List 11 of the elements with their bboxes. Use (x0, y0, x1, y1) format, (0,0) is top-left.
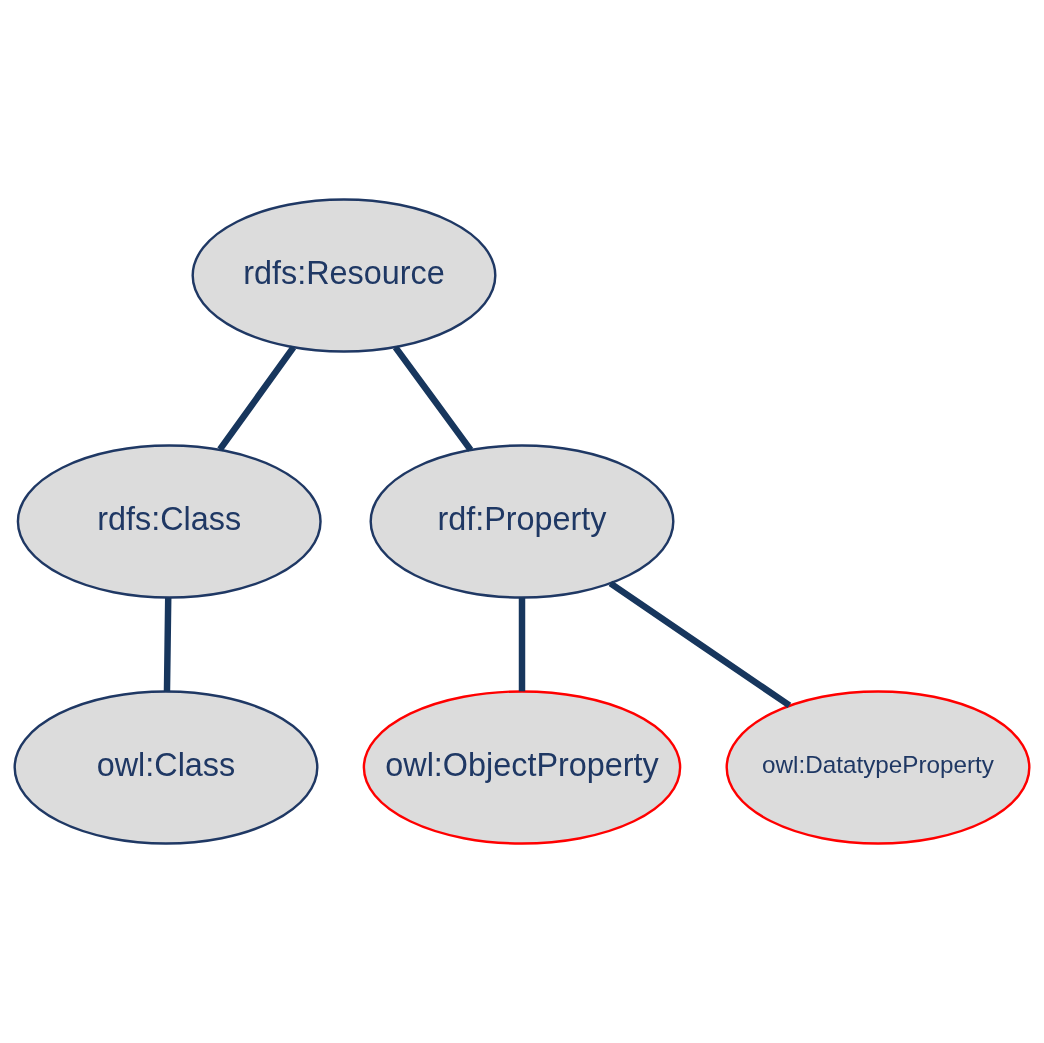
connector (217, 345, 297, 452)
node-ellipse: owl:DatatypeProperty (725, 690, 1031, 845)
node-ellipse: rdf:Property (369, 444, 675, 599)
connector (163, 597, 172, 692)
node-ellipse: owl:ObjectProperty (362, 690, 682, 845)
connector (392, 345, 474, 452)
node-ellipse: owl:Class (13, 690, 319, 845)
connector (608, 580, 792, 709)
node-ellipse: rdfs:Resource (191, 198, 497, 353)
node-ellipse: rdfs:Class (16, 444, 322, 599)
connector (518, 597, 526, 692)
